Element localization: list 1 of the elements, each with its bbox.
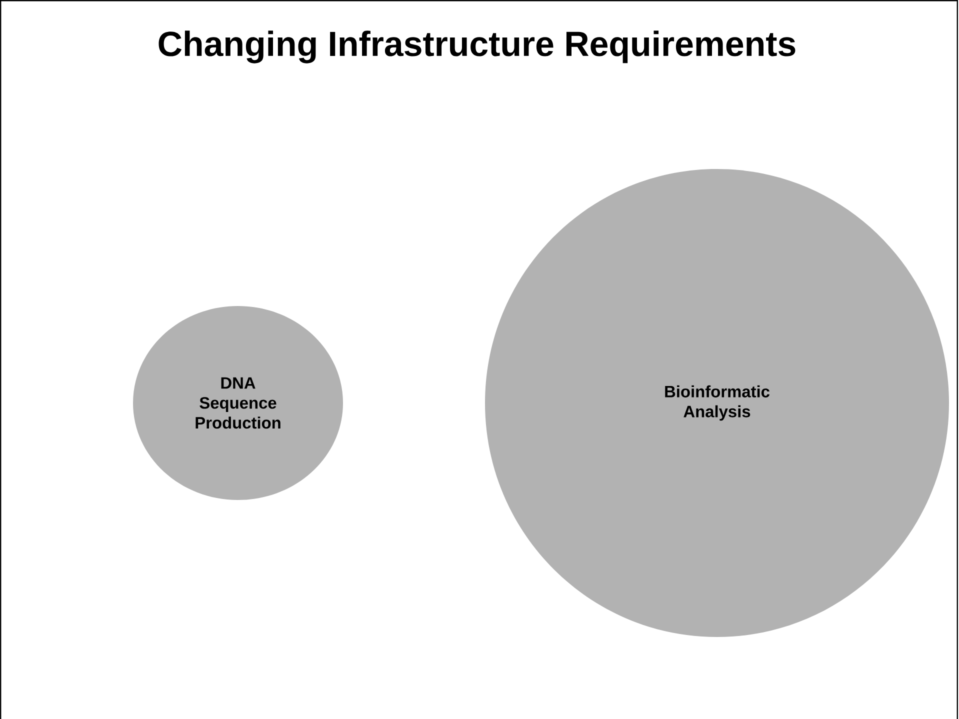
title: Changing Infrastructure Requirements xyxy=(158,30,796,64)
